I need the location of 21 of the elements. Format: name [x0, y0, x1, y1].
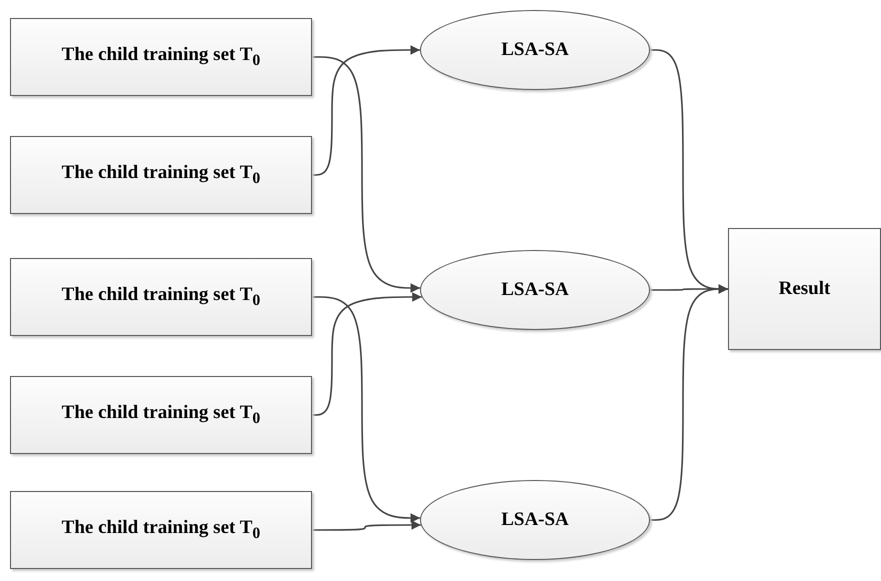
arrow — [312, 292, 422, 416]
process-box — [10, 18, 312, 96]
process-box — [10, 258, 312, 336]
node-label: The child training set T$_{0}$ — [62, 162, 260, 188]
arrow — [312, 520, 421, 531]
node-label: The child training set T$_{0}$ — [62, 284, 260, 310]
node-label: LSA-SA — [501, 39, 569, 61]
arrow — [312, 56, 420, 293]
process-box — [10, 136, 312, 214]
node-label: LSA-SA — [501, 279, 569, 301]
node-label: Result — [778, 278, 830, 300]
process-box — [10, 491, 312, 569]
node-label: The child training set T$_{0}$ — [62, 44, 260, 70]
node-label: The child training set T$_{0}$ — [62, 517, 260, 543]
node-label: LSA-SA — [501, 509, 569, 531]
arrow — [650, 284, 728, 521]
arrow — [312, 45, 420, 176]
process-box — [728, 228, 881, 350]
node-label: The child training set T$_{0}$ — [62, 402, 260, 428]
process-box — [10, 376, 312, 454]
arrow — [312, 296, 420, 523]
